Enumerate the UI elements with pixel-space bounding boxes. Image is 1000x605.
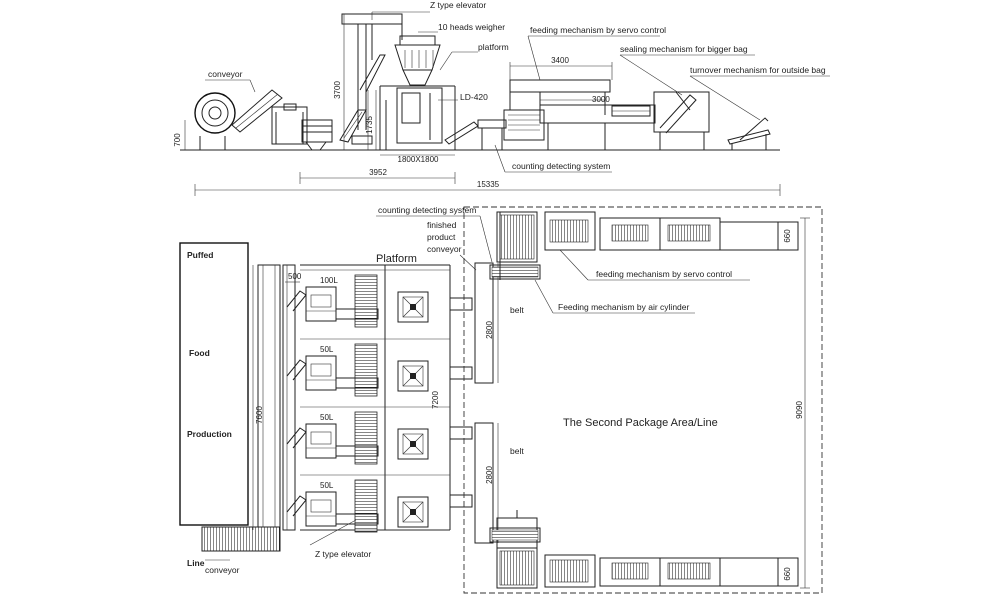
dim-3000: 3000 [592, 95, 610, 104]
dim-3400: 3400 [551, 56, 569, 65]
z-elevator [354, 479, 378, 533]
bottom-conveyor [201, 526, 281, 552]
label-food: Food [189, 348, 210, 358]
label-plan-z-elevator: Z type elevator [315, 549, 371, 559]
label-belt-2: belt [510, 446, 524, 456]
label-finished-2: product [427, 232, 456, 242]
plan-labels: counting detecting system finished produ… [376, 205, 750, 314]
label-finished-3: conveyor [427, 244, 462, 254]
lower-packing-line [489, 510, 799, 589]
dim-3952: 3952 [369, 168, 387, 177]
outlet-connectors [449, 297, 473, 508]
weigher-top [397, 360, 429, 392]
label-line: Line [187, 558, 205, 568]
weigher-top [397, 291, 429, 323]
branch-conveyor [286, 359, 307, 381]
dim-2800b: 2800 [485, 466, 494, 484]
belt-lower [474, 422, 494, 544]
dim-2800a: 2800 [485, 321, 494, 339]
label-sealing: sealing mechanism for bigger bag [620, 44, 748, 54]
label-turnover: turnover mechanism for outside bag [690, 65, 826, 75]
hopper-volume-label: 50L [320, 413, 334, 422]
side-out-conveyor [444, 121, 479, 145]
side-view: Z type elevator 10 heads weigher platfor… [173, 0, 830, 196]
dim-500: 500 [288, 272, 302, 281]
upper-packing-line [489, 211, 799, 280]
side-counting-system [477, 109, 545, 150]
second-package-area [463, 206, 823, 594]
dim-7600: 7600 [255, 406, 264, 424]
label-platform: Platform [376, 253, 417, 265]
main-vertical-conveyor [257, 264, 281, 531]
packing-units: 100L 50L 50L 50L [286, 269, 450, 533]
branch-conveyor [286, 495, 307, 517]
branch-conveyor [286, 427, 307, 449]
side-labels: Z type elevator 10 heads weigher platfor… [205, 0, 830, 173]
hopper [305, 286, 337, 322]
dim-1800: 1800X1800 [398, 155, 439, 164]
dim-9090: 9090 [795, 401, 804, 419]
label-second-area: The Second Package Area/Line [563, 417, 718, 429]
label-finished-1: finished [427, 220, 457, 230]
side-dimensions: 3700 700 1735 1800X1800 3952 15335 3400 … [173, 14, 781, 196]
dim-1735: 1735 [365, 116, 374, 134]
dim-660a: 660 [783, 229, 792, 243]
hopper [305, 355, 337, 391]
dim-660b: 660 [783, 567, 792, 581]
hopper [305, 423, 337, 459]
dim-3700: 3700 [333, 81, 342, 99]
side-conveyor [194, 89, 308, 150]
z-elevator [354, 343, 378, 397]
weigher-top [397, 428, 429, 460]
label-z-elevator: Z type elevator [430, 0, 486, 10]
dim-15335: 15335 [477, 180, 500, 189]
label-belt-1: belt [510, 305, 524, 315]
label-feeding-servo: feeding mechanism by servo control [530, 25, 666, 35]
side-hopper-feeder [301, 119, 333, 151]
hopper-volume-label: 50L [320, 345, 334, 354]
branch-conveyor [286, 290, 307, 312]
label-weigher: 10 heads weigher [438, 22, 505, 32]
dim-700: 700 [173, 133, 182, 147]
label-counting: counting detecting system [512, 161, 610, 171]
dim-7200: 7200 [431, 391, 440, 409]
plan-view: Puffed Food Production Line conveyor Pla… [179, 205, 823, 594]
label-plan-counting: counting detecting system [378, 205, 476, 215]
hopper-volume-label: 50L [320, 481, 334, 490]
label-conveyor: conveyor [208, 69, 243, 79]
hopper [305, 491, 337, 527]
side-turnover [727, 117, 771, 150]
label-puffed: Puffed [187, 250, 213, 260]
belt-upper [474, 262, 494, 384]
label-ld420: LD-420 [460, 92, 488, 102]
label-plan-conveyor: conveyor [205, 565, 240, 575]
side-feeding-frame [509, 79, 656, 150]
side-sealing [653, 91, 710, 150]
z-elevator [354, 274, 378, 328]
label-plan-feeding-servo: feeding mechanism by servo control [596, 269, 732, 279]
side-weigher [359, 35, 456, 150]
label-platform: platform [478, 42, 509, 52]
label-production: Production [187, 429, 232, 439]
hopper-volume-label: 100L [320, 276, 338, 285]
production-line-box [179, 242, 249, 526]
z-elevator [354, 411, 378, 465]
label-feeding-air: Feeding mechanism by air cylinder [558, 302, 690, 312]
weigher-top [397, 496, 429, 528]
